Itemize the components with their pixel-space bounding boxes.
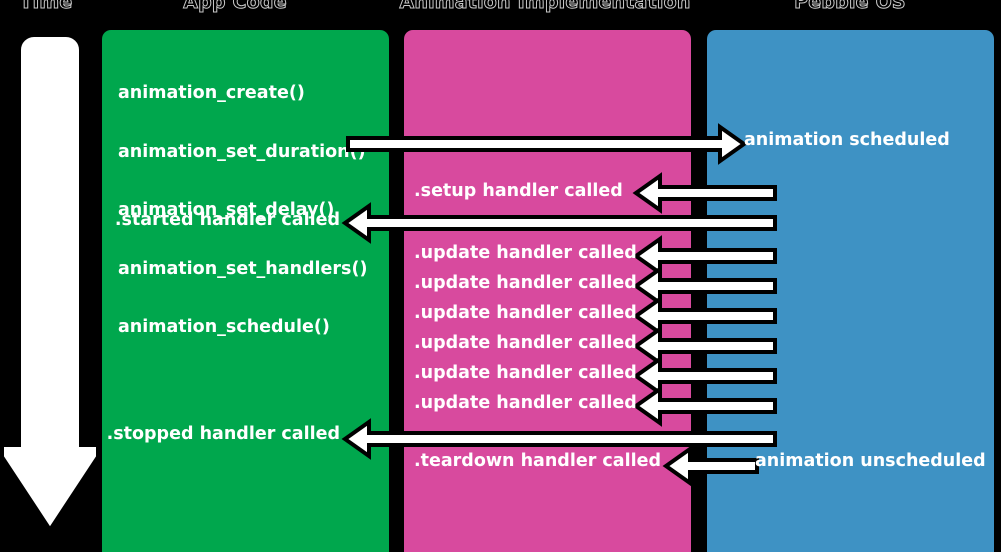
event-label-animation-unscheduled: animation unscheduled — [755, 451, 986, 471]
app-code-call: animation_set_delay() — [118, 200, 335, 220]
app-code-call: animation_set_duration() — [118, 141, 366, 162]
event-label-setup-handler: .setup handler called — [414, 181, 623, 201]
event-label-animation-scheduled: animation scheduled — [744, 130, 950, 150]
column-header-app-code: App Code — [140, 0, 330, 20]
event-label-update-handler: .update handler called — [414, 273, 637, 293]
time-axis-arrow — [4, 35, 96, 530]
event-label-update-handler: .update handler called — [414, 393, 637, 413]
time-axis-label-text: Time — [19, 0, 73, 14]
column-header-animation-implementation: Animation Implementation — [355, 0, 735, 20]
app-code-call: animation_create() — [118, 83, 305, 103]
lane-app-code — [102, 30, 389, 552]
event-label-update-handler: .update handler called — [414, 363, 637, 383]
event-label-update-handler: .update handler called — [414, 243, 637, 263]
event-label-started-handler: .started handler called — [114, 210, 340, 230]
app-code-call: animation_set_handlers() — [118, 258, 368, 279]
app-code-call: animation_schedule() — [118, 317, 330, 337]
column-header-pebble-os-label: Pebble OS — [794, 0, 906, 14]
lane-pebble-os — [707, 30, 994, 552]
column-header-animation-implementation-label: Animation Implementation — [399, 0, 691, 14]
column-header-pebble-os: Pebble OS — [755, 0, 945, 20]
event-label-teardown-handler: .teardown handler called — [413, 451, 661, 471]
column-header-app-code-label: App Code — [183, 0, 287, 14]
event-label-stopped-handler: .stopped handler called — [106, 424, 340, 444]
event-label-update-handler: .update handler called — [414, 303, 637, 323]
app-code-call-list: animation_create() animation_set_duratio… — [118, 45, 367, 377]
time-axis-label: Time — [0, 0, 92, 20]
event-label-update-handler: .update handler called — [414, 333, 637, 353]
